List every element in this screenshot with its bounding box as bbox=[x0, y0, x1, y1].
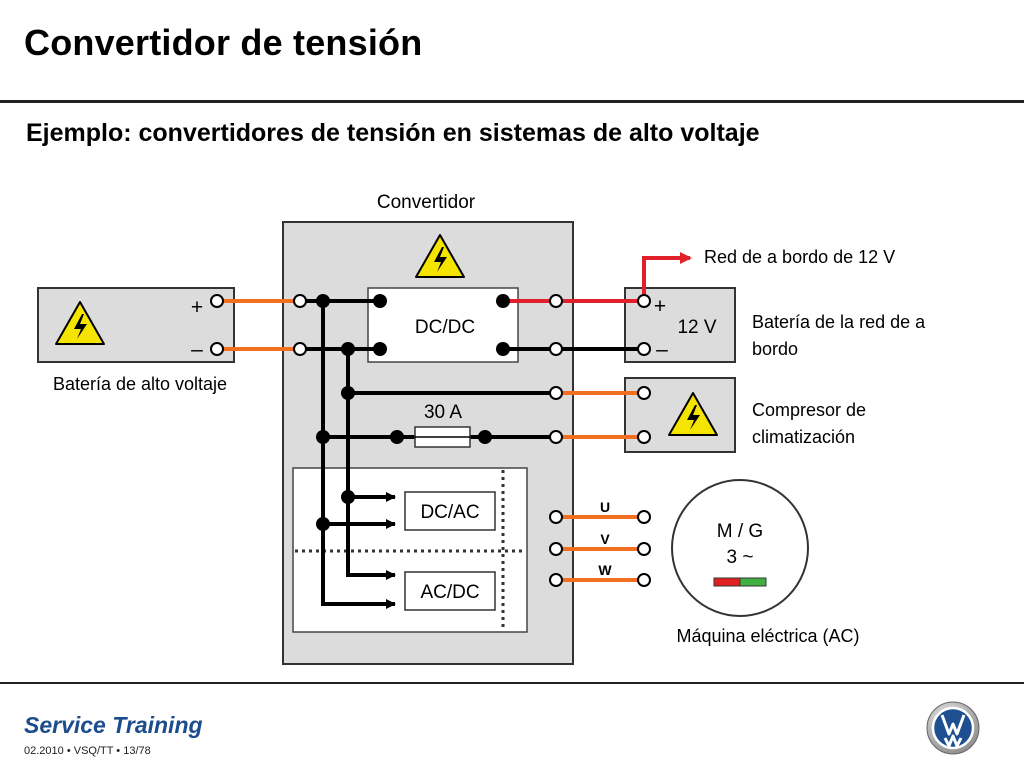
compressor-label-line2: climatización bbox=[752, 427, 855, 447]
acdc-label: AC/DC bbox=[420, 582, 479, 603]
hv-battery-plus: + bbox=[191, 296, 203, 319]
lv-battery: + – 12 V Batería de la red de a bordo bbox=[624, 287, 926, 363]
slide-subtitle: Ejemplo: convertidores de tensión en sis… bbox=[26, 119, 760, 147]
lv-battery-voltage: 12 V bbox=[677, 317, 716, 338]
hv-cables bbox=[217, 299, 644, 582]
slide-title: Convertidor de tensión bbox=[24, 22, 423, 63]
hv-battery: + – Batería de alto voltaje bbox=[37, 287, 235, 394]
onboard-network: Red de a bordo de 12 V bbox=[642, 247, 895, 300]
vw-logo-icon bbox=[926, 701, 980, 755]
lv-battery-label-line1: Batería de la red de a bbox=[752, 312, 926, 332]
hv-battery-label: Batería de alto voltaje bbox=[53, 374, 227, 394]
footer-divider bbox=[0, 682, 1024, 684]
inverter-module: DC/AC AC/DC bbox=[292, 467, 528, 633]
dcac-block bbox=[404, 491, 496, 531]
internal-wiring bbox=[300, 299, 556, 609]
footer-brand: Service Training bbox=[24, 712, 203, 738]
dcdc-module: DC/DC bbox=[367, 287, 519, 363]
dcac-label: DC/AC bbox=[420, 502, 479, 523]
title-divider bbox=[0, 100, 1024, 103]
machine-label-line2: 3 ~ bbox=[727, 547, 754, 568]
dcdc-label: DC/DC bbox=[415, 317, 475, 338]
terminals bbox=[210, 294, 651, 587]
compressor-label-line1: Compresor de bbox=[752, 400, 866, 420]
onboard-network-label: Red de a bordo de 12 V bbox=[704, 247, 895, 267]
machine-caption: Máquina eléctrica (AC) bbox=[676, 626, 859, 646]
lv-battery-minus: – bbox=[656, 338, 668, 361]
hv-battery-minus: – bbox=[191, 338, 203, 361]
footer-meta: 02.2010 • VSQ/TT • 13/78 bbox=[24, 745, 151, 757]
fuse-30a: 30 A bbox=[414, 402, 471, 448]
electric-machine: M / G 3 ~ Máquina eléctrica (AC) bbox=[671, 479, 860, 646]
junction-dots bbox=[316, 294, 510, 531]
phase-v-label: V bbox=[600, 531, 610, 547]
lv-battery-label-line2: bordo bbox=[752, 339, 798, 359]
machine-label-line1: M / G bbox=[717, 521, 763, 542]
phase-w-label: W bbox=[598, 562, 612, 578]
fuse-label: 30 A bbox=[424, 402, 462, 423]
acdc-block bbox=[404, 571, 496, 611]
lv-battery-plus: + bbox=[654, 295, 666, 318]
ac-compressor: Compresor de climatización bbox=[624, 377, 866, 453]
phase-u-label: U bbox=[600, 499, 610, 515]
converter-label: Convertidor bbox=[377, 192, 476, 213]
